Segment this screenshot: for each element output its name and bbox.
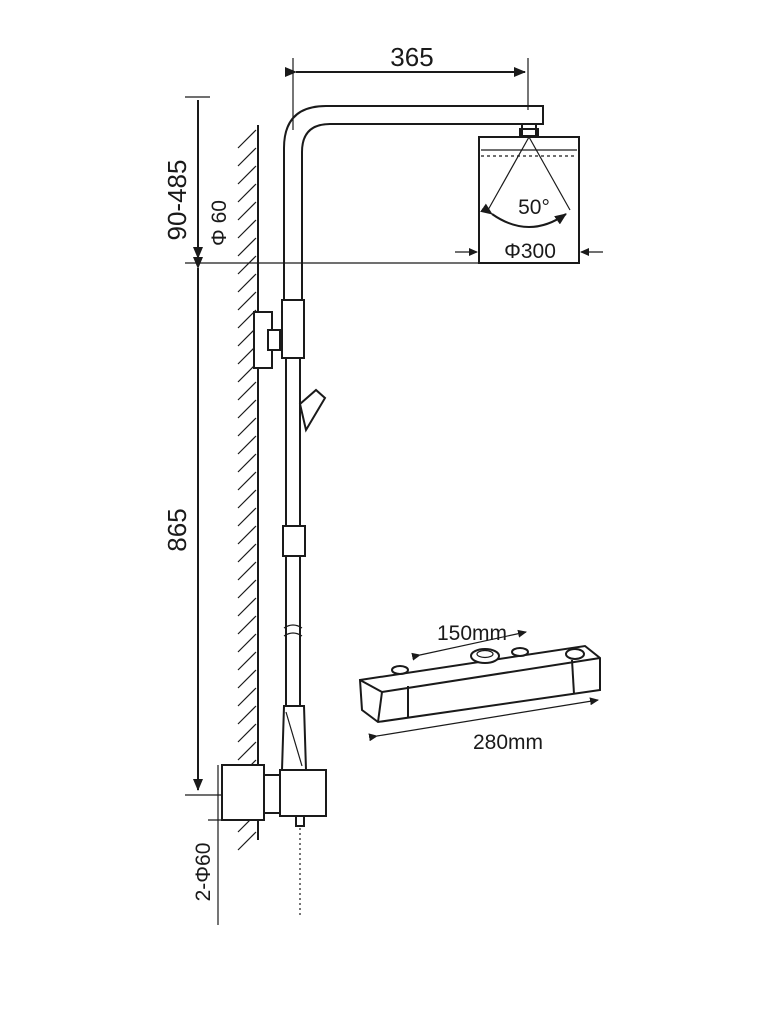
shower-arm-and-riser (283, 105, 544, 300)
arm-length-dimension: 365 (285, 42, 529, 130)
height-dimensions: 90-485 Φ 60 865 (162, 96, 480, 796)
shower-head: 50° Φ300 (455, 136, 603, 264)
arm-length-label: 365 (390, 42, 433, 72)
height-range-label: 90-485 (162, 160, 192, 241)
head-diameter-label: Φ300 (504, 240, 556, 263)
rail-height-label: 865 (162, 508, 192, 551)
wall-inlet: 2-Φ60 (192, 764, 327, 925)
wall-hatching (237, 125, 259, 851)
inlet-diameter-label: 2-Φ60 (192, 843, 215, 902)
thermostatic-valve: 150mm 280mm (358, 622, 601, 754)
top-pipe-diameter-label: Φ 60 (208, 200, 231, 246)
valve-width-label: 150mm (437, 622, 507, 645)
spray-angle-label: 50° (518, 196, 550, 219)
valve-length-label: 280mm (473, 731, 543, 754)
slide-rail (253, 299, 327, 771)
